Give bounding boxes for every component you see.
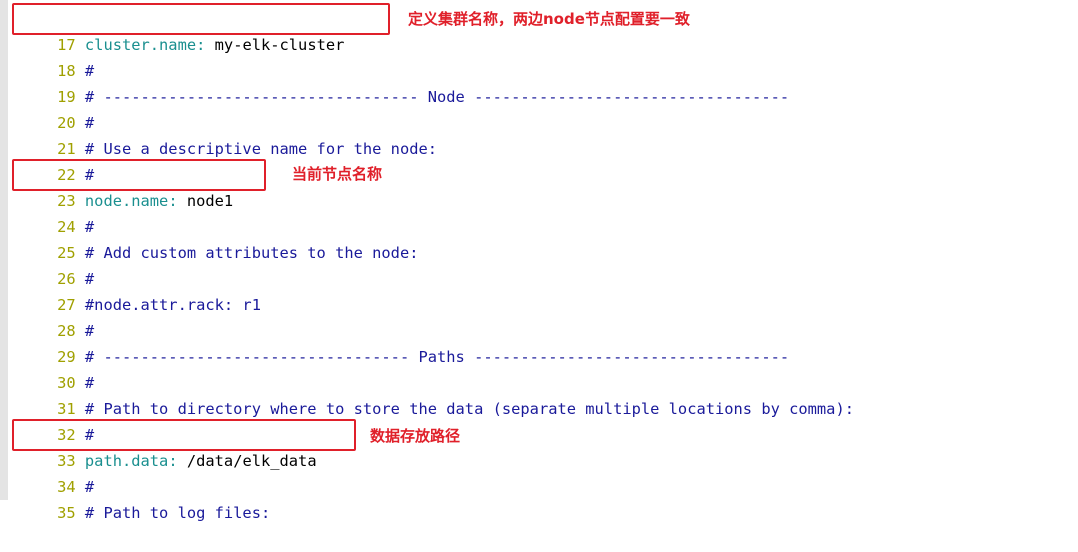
comment-text: # Path to directory where to store the d…	[84, 400, 854, 418]
line-number: 31	[57, 400, 76, 418]
line-number: 34	[57, 478, 76, 496]
config-value: /data/elk_data	[186, 452, 317, 470]
line-number: 29	[57, 348, 76, 366]
config-value: my-elk-cluster	[214, 36, 345, 54]
code-line: 17 cluster.name: my-elk-cluster	[57, 36, 345, 54]
line-number: 23	[57, 192, 76, 210]
code-line: 19 # ---------------------------------- …	[20, 58, 789, 106]
code-line: 33 path.data: /data/elk_data	[57, 452, 317, 470]
code-line: 32 #	[20, 396, 94, 444]
line-number: 28	[57, 322, 76, 340]
code-line: 29 # --------------------------------- P…	[20, 318, 789, 366]
path-data-highlight-box	[12, 419, 356, 451]
path-data-annotation: 数据存放路径	[370, 427, 461, 445]
line-number: 21	[57, 140, 76, 158]
line-number: 30	[57, 374, 76, 392]
comment-text: # ---------------------------------- Nod…	[84, 88, 790, 106]
cluster-name-highlight-box	[12, 3, 390, 35]
comment-text: # Path to log files:	[84, 504, 271, 522]
node-name-highlight-box	[12, 159, 266, 191]
comment-text: #	[84, 62, 95, 80]
line-number: 19	[57, 88, 76, 106]
comment-text: #	[84, 218, 95, 236]
code-line: 24 #	[20, 188, 94, 236]
line-number: 25	[57, 244, 76, 262]
code-line: 28 #	[20, 292, 94, 340]
code-line: 31 # Path to directory where to store th…	[20, 370, 854, 418]
comment-text: #	[84, 270, 95, 288]
config-key: path.data	[84, 452, 169, 470]
code-line: 23 node.name: node1	[57, 192, 234, 210]
line-number: 17	[57, 36, 76, 54]
line-number: 22	[57, 166, 76, 184]
line-number: 27	[57, 296, 76, 314]
code-line: 22 #	[20, 136, 94, 184]
comment-text: #	[84, 166, 95, 184]
comment-text: # Add custom attributes to the node:	[84, 244, 419, 262]
code-editor[interactable]: 17 cluster.name: my-elk-cluster 18 # 19 …	[0, 0, 1078, 522]
comment-text: # Use a descriptive name for the node:	[84, 140, 438, 158]
line-number: 26	[57, 270, 76, 288]
comment-text: #	[84, 374, 95, 392]
config-key: cluster.name	[84, 36, 197, 54]
comment-text: #node.attr.rack: r1	[84, 296, 261, 314]
code-line: 35 # Path to log files:	[20, 474, 270, 522]
comment-text: #	[84, 114, 95, 132]
code-line: 30 #	[20, 344, 94, 392]
code-line: 20 #	[20, 84, 94, 132]
line-number: 33	[57, 452, 76, 470]
comment-text: #	[84, 478, 95, 496]
comment-text: # --------------------------------- Path…	[84, 348, 790, 366]
comment-text: #	[84, 322, 95, 340]
config-value: node1	[186, 192, 234, 210]
line-number: 35	[57, 504, 76, 522]
code-line: 27 #node.attr.rack: r1	[20, 266, 261, 314]
code-line: 18 #	[20, 32, 94, 80]
code-line: 26 #	[20, 240, 94, 288]
code-line: 34 #	[20, 448, 94, 496]
line-number: 32	[57, 426, 76, 444]
line-number: 20	[57, 114, 76, 132]
comment-text: #	[84, 426, 95, 444]
node-name-annotation: 当前节点名称	[292, 165, 383, 183]
cluster-name-annotation: 定义集群名称，两边node节点配置要一致	[408, 10, 690, 28]
config-key: node.name	[84, 192, 169, 210]
code-line: 21 # Use a descriptive name for the node…	[20, 110, 437, 158]
line-number: 18	[57, 62, 76, 80]
line-number: 24	[57, 218, 76, 236]
code-line: 25 # Add custom attributes to the node:	[20, 214, 418, 262]
